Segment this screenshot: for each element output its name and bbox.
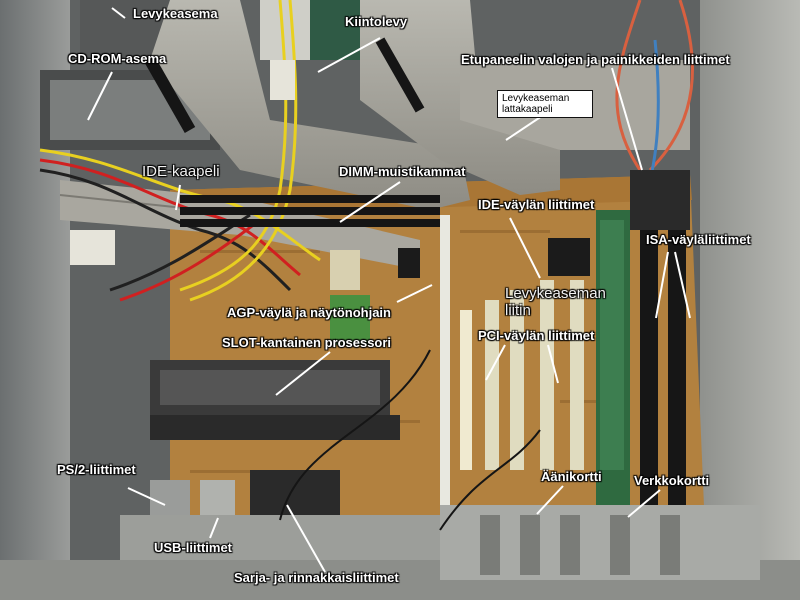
label-floppy-ribbon-cable: Levykeaseman lattakaapeli	[497, 90, 593, 118]
chipset	[548, 238, 590, 276]
label-serial-parallel-connectors: Sarja- ja rinnakkaisliittimet	[234, 570, 399, 585]
serial-parallel-ports	[250, 470, 340, 520]
ribbon-cable-1	[150, 0, 470, 210]
label-ide-cable: IDE-kaapeli	[142, 163, 220, 180]
ps2-ports	[150, 480, 190, 515]
label-slot-processor: SLOT-kantainen prosessori	[222, 335, 392, 350]
dimm-slots-graphic	[180, 195, 440, 227]
green-fan	[330, 295, 370, 345]
label-front-panel-connectors: Etupaneelin valojen ja painikkeiden liit…	[461, 52, 730, 67]
label-pci-bus-connectors: PCI-väylän liittimet	[478, 328, 595, 343]
molex-connector	[70, 230, 115, 265]
label-sound-card: Äänikortti	[541, 469, 602, 484]
label-ps2-connectors: PS/2-liittimet	[57, 462, 136, 477]
label-agp-bus: AGP-väylä ja näytönohjain	[227, 305, 391, 320]
leader-lines	[87, 7, 691, 573]
io-shield	[120, 515, 440, 560]
label-floppy-connector: Levykeaseman liitin	[505, 285, 606, 319]
agp-card	[440, 215, 450, 545]
usb-ports	[200, 480, 235, 515]
label-floppy-drive: Levykeasema	[133, 6, 218, 21]
isa-slots-graphic	[640, 230, 686, 520]
label-isa-bus-connectors: ISA-väyläliittimet	[646, 232, 751, 247]
label-cdrom-drive: CD-ROM-asema	[68, 51, 167, 66]
label-ide-bus-connectors: IDE-väylän liittimet	[478, 197, 595, 212]
label-usb-connectors: USB-liittimet	[154, 540, 232, 555]
right-case-wall	[700, 0, 800, 600]
label-hard-disk: Kiintolevy	[345, 14, 408, 29]
label-dimm-slots: DIMM-muistikammat	[339, 164, 466, 179]
pci-slots-graphic	[460, 280, 584, 470]
label-network-card: Verkkokortti	[634, 473, 710, 488]
